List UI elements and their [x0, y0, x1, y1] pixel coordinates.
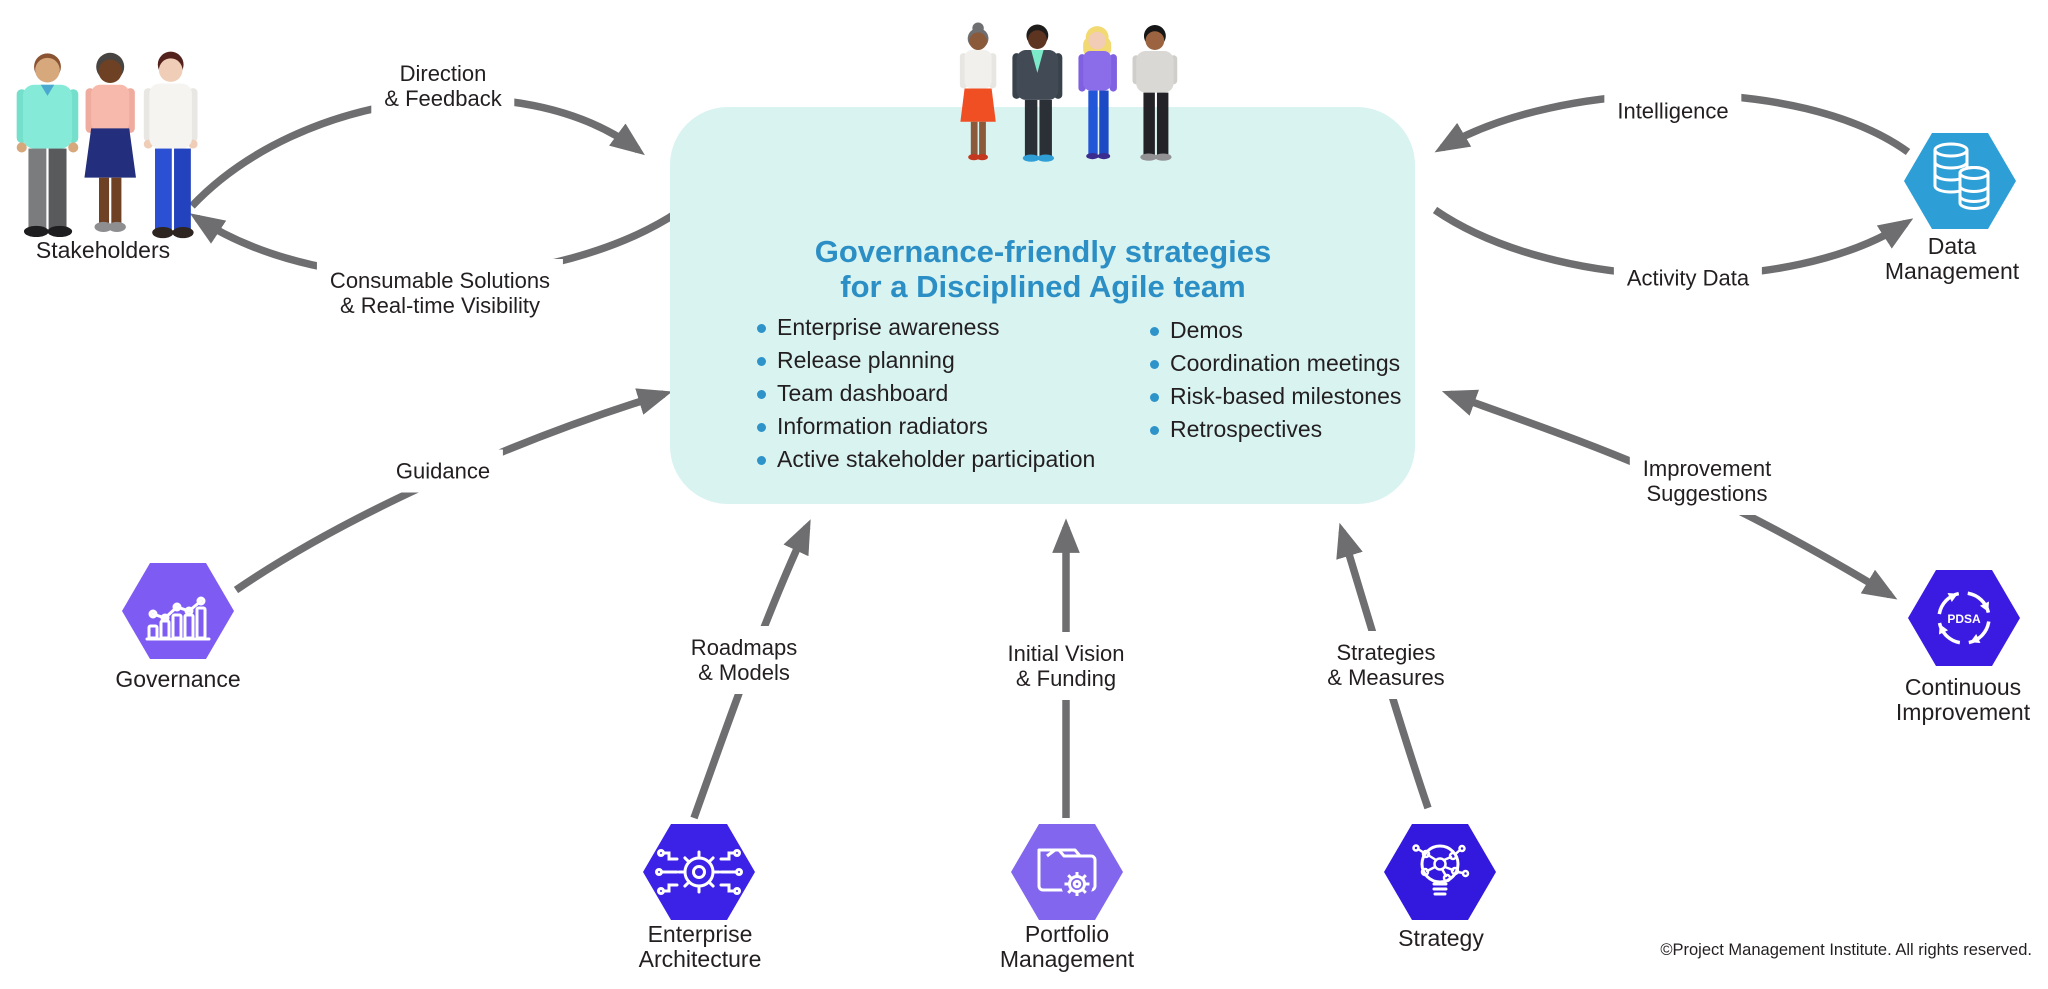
- bullet-dot-icon: [757, 324, 766, 333]
- person-figure: [1132, 25, 1178, 161]
- flow-label-strategies-measures: Strategies & Measures: [1314, 631, 1458, 699]
- copyright-notice: ©Project Management Institute. All right…: [1660, 941, 2032, 959]
- bullet-item: Retrospectives: [1150, 417, 1401, 441]
- node-data-management: [1904, 133, 2016, 229]
- person-figure: [143, 51, 198, 239]
- enterprise-architecture-label: Enterprise Architecture: [638, 921, 762, 972]
- pdsa-cycle-icon: PDSA: [1937, 591, 1991, 645]
- bullet-text: Demos: [1170, 317, 1243, 343]
- bullet-dot-icon: [757, 357, 766, 366]
- bullet-item: Information radiators: [757, 414, 1095, 438]
- folder-gear-icon: [1037, 848, 1097, 900]
- person-figure: [1078, 26, 1117, 160]
- bullet-text: Enterprise awareness: [777, 314, 1000, 340]
- bullet-dot-icon: [1150, 426, 1159, 435]
- database-icon: [1933, 142, 1990, 210]
- bullet-dot-icon: [1150, 360, 1159, 369]
- node-enterprise-architecture: [643, 824, 755, 920]
- node-strategy: [1384, 824, 1496, 920]
- bullet-dot-icon: [1150, 393, 1159, 402]
- bullet-text: Information radiators: [777, 413, 988, 439]
- gear-circuit-icon: [655, 849, 743, 895]
- portfolio-management-label: Portfolio Management: [999, 921, 1135, 972]
- bullet-text: Team dashboard: [777, 380, 949, 406]
- strategy-hexagon: [1384, 824, 1496, 920]
- person-figure: [84, 52, 136, 232]
- flow-label-intelligence: Intelligence: [1604, 89, 1742, 133]
- bullet-text: Risk-based milestones: [1170, 383, 1402, 409]
- bar-chart-icon: [145, 596, 211, 641]
- bullet-dot-icon: [757, 390, 766, 399]
- governance-label: Governance: [115, 666, 241, 692]
- center-box-title: Governance-friendly strategies for a Dis…: [814, 234, 1272, 304]
- flow-label-guidance: Guidance: [382, 449, 504, 493]
- bullet-text: Retrospectives: [1170, 416, 1323, 442]
- flow-label-roadmaps-models: Roadmaps & Models: [677, 626, 811, 694]
- continuous-improvement-hexagon: [1908, 570, 2020, 666]
- bullet-text: Release planning: [777, 347, 955, 373]
- bullet-item: Release planning: [757, 348, 1095, 372]
- bullet-dot-icon: [757, 456, 766, 465]
- flow-label-activity-data: Activity Data: [1613, 256, 1763, 300]
- pdsa-text: PDSA: [1947, 612, 1981, 626]
- bullet-text: Active stakeholder participation: [777, 446, 1096, 472]
- node-governance: [122, 563, 234, 659]
- bullet-item: Demos: [1150, 318, 1401, 342]
- strategy-label: Strategy: [1398, 925, 1484, 951]
- enterprise-architecture-hexagon: [643, 824, 755, 920]
- team-illustration: [959, 22, 1178, 162]
- node-portfolio-management: [1011, 824, 1123, 920]
- node-continuous-improvement: PDSA: [1908, 570, 2020, 666]
- person-figure: [16, 53, 79, 238]
- bullet-text: Coordination meetings: [1170, 350, 1401, 376]
- idea-network-icon: [1412, 844, 1470, 896]
- bullet-item: Risk-based milestones: [1150, 384, 1401, 408]
- continuous-improvement-label: Continuous Improvement: [1895, 674, 2031, 725]
- flow-label-initial-vision-funding: Initial Vision & Funding: [994, 632, 1138, 700]
- bullet-item: Enterprise awareness: [757, 315, 1095, 339]
- flow-label-direction-feedback: Direction & Feedback: [371, 52, 515, 120]
- person-figure: [1012, 24, 1063, 162]
- bullet-item: Coordination meetings: [1150, 351, 1401, 375]
- flow-label-improvement-suggestions: Improvement Suggestions: [1629, 447, 1785, 515]
- stakeholders-label: Stakeholders: [35, 237, 171, 263]
- bullet-dot-icon: [757, 423, 766, 432]
- data-management-label: Data Management: [1884, 233, 2020, 284]
- bullet-item: Active stakeholder participation: [757, 447, 1095, 471]
- flow-label-consumable-solutions: Consumable Solutions & Real-time Visibil…: [316, 259, 564, 327]
- stakeholders-illustration: [16, 51, 198, 239]
- bullet-dot-icon: [1150, 327, 1159, 336]
- center-box: [670, 107, 1415, 504]
- bullet-item: Team dashboard: [757, 381, 1095, 405]
- person-figure: [959, 22, 997, 161]
